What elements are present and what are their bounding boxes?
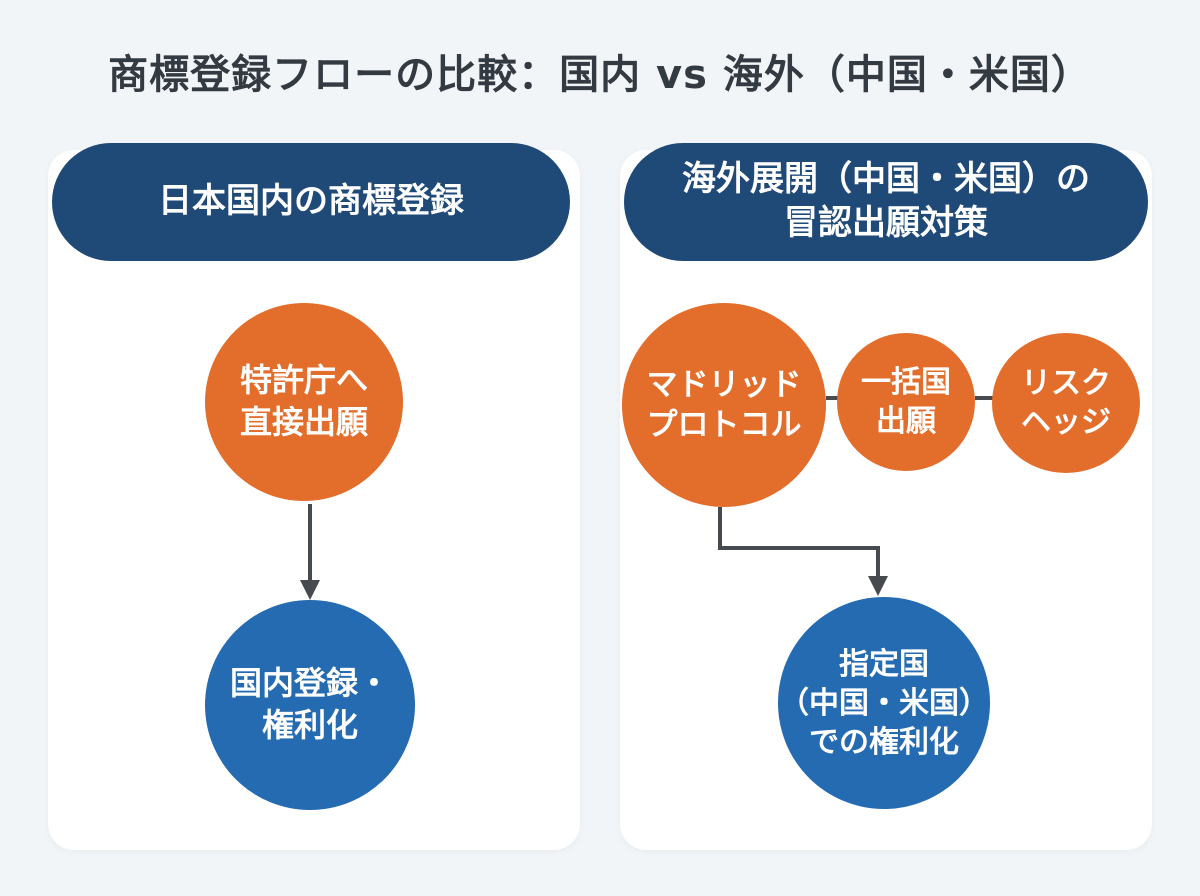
- overseas-header: 海外展開（中国・米国）の 冒認出願対策: [624, 143, 1148, 261]
- step-risk-hedge: リスク ヘッジ: [992, 333, 1140, 473]
- step-risk-hedge-line1: リスク: [1021, 366, 1111, 401]
- step-bulk-filing: 一括国 出願: [837, 333, 975, 471]
- step-designated-country-rights-line3: での権利化: [809, 724, 959, 760]
- step-bulk-filing-line2: 出願: [876, 404, 936, 439]
- step-domestic-registration: 国内登録・ 権利化: [205, 600, 415, 810]
- step-direct-filing-line2: 直接出願: [239, 403, 368, 441]
- step-risk-hedge-line2: ヘッジ: [1021, 405, 1111, 440]
- step-direct-filing-line1: 特許庁へ: [239, 361, 368, 400]
- step-direct-filing: 特許庁へ 直接出願: [205, 303, 403, 501]
- step-domestic-registration-line2: 権利化: [261, 706, 358, 744]
- page-title: 商標登録フローの比較：国内 vs 海外（中国・米国）: [108, 52, 1092, 98]
- domestic-header-label: 日本国内の商標登録: [158, 181, 464, 222]
- overseas-header-line1: 海外展開（中国・米国）の: [682, 159, 1090, 200]
- overseas-header-line2: 冒認出願対策: [784, 203, 988, 243]
- step-madrid-protocol-line2: プロトコル: [646, 407, 802, 443]
- domestic-header: 日本国内の商標登録: [52, 143, 570, 261]
- step-designated-country-rights: 指定国 （中国・米国） での権利化: [778, 597, 990, 809]
- step-designated-country-rights-line2: （中国・米国）: [779, 685, 989, 721]
- step-madrid-protocol: マドリッド プロトコル: [622, 303, 826, 507]
- step-designated-country-rights-line1: 指定国: [839, 646, 929, 682]
- step-madrid-protocol-line1: マドリッド: [646, 366, 802, 403]
- step-bulk-filing-line1: 一括国: [861, 365, 951, 400]
- step-domestic-registration-line1: 国内登録・: [229, 664, 390, 703]
